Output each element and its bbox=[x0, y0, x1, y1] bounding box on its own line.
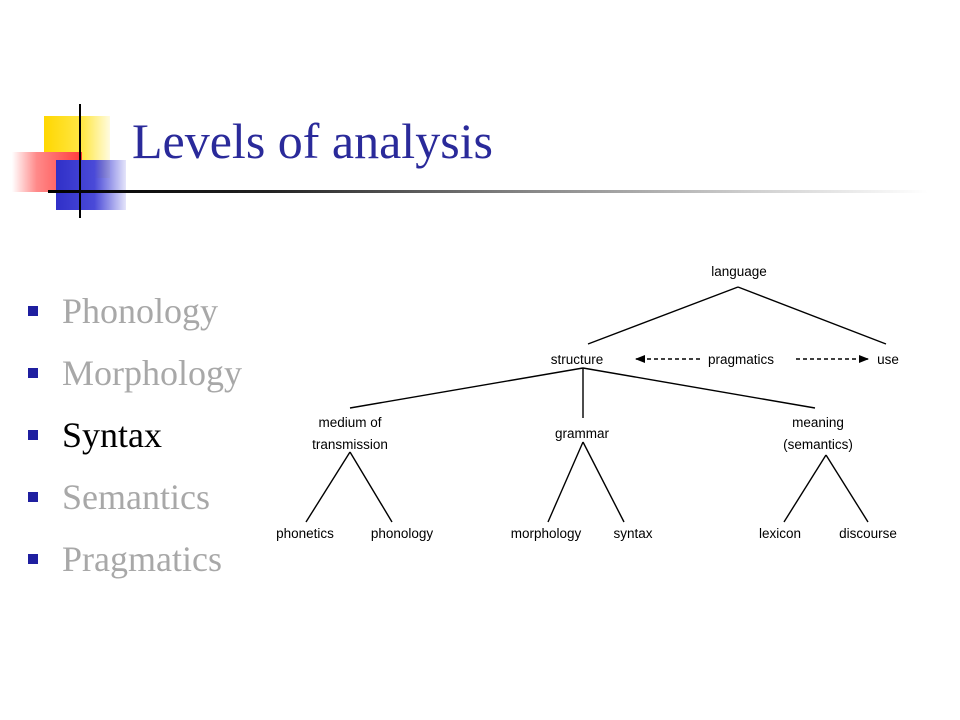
edge-grammar-syntax bbox=[582, 441, 625, 523]
node-grammar: grammar bbox=[555, 426, 610, 441]
slide-title: Levels of analysis bbox=[132, 113, 494, 169]
edge-grammar-morphology bbox=[547, 441, 584, 523]
node-meaning-line1: meaning bbox=[792, 415, 844, 430]
topic-label: Pragmatics bbox=[62, 539, 222, 579]
topic-list: Phonology Morphology Syntax Semantics Pr… bbox=[28, 280, 242, 590]
topic-label: Semantics bbox=[62, 477, 210, 517]
topic-morphology: Morphology bbox=[28, 342, 242, 404]
edge-language-structure bbox=[587, 286, 739, 345]
node-lexicon: lexicon bbox=[759, 526, 801, 541]
topic-label: Syntax bbox=[62, 415, 163, 455]
edge-structure-medium bbox=[349, 367, 584, 409]
node-medium-line1: medium of bbox=[318, 415, 381, 430]
title-underline bbox=[48, 190, 928, 193]
topic-phonology: Phonology bbox=[28, 280, 242, 342]
node-pragmatics: pragmatics bbox=[708, 352, 774, 367]
decor-vertical-line bbox=[79, 104, 81, 218]
node-phonology: phonology bbox=[371, 526, 434, 541]
node-discourse: discourse bbox=[839, 526, 897, 541]
bullet-square-icon bbox=[28, 368, 38, 378]
topic-syntax: Syntax bbox=[28, 404, 242, 466]
edge-medium-phonetics bbox=[305, 451, 351, 523]
bullet-square-icon bbox=[28, 306, 38, 316]
edge-meaning-lexicon bbox=[783, 454, 827, 523]
topic-label: Morphology bbox=[62, 353, 242, 393]
edge-meaning-discourse bbox=[825, 454, 869, 523]
node-structure: structure bbox=[551, 352, 604, 367]
node-meaning-line2: (semantics) bbox=[783, 437, 853, 452]
bullet-square-icon bbox=[28, 554, 38, 564]
bullet-square-icon bbox=[28, 492, 38, 502]
node-morphology: morphology bbox=[511, 526, 582, 541]
topic-pragmatics: Pragmatics bbox=[28, 528, 242, 590]
decor-blue-square bbox=[56, 160, 126, 210]
node-phonetics: phonetics bbox=[276, 526, 334, 541]
edge-language-use bbox=[737, 286, 887, 345]
edge-medium-phonology bbox=[349, 451, 393, 523]
edge-structure-meaning bbox=[582, 367, 816, 409]
tree-edges bbox=[305, 286, 887, 523]
topic-semantics: Semantics bbox=[28, 466, 242, 528]
bullet-square-icon bbox=[28, 430, 38, 440]
node-language: language bbox=[711, 264, 767, 279]
node-medium-line2: transmission bbox=[312, 437, 388, 452]
node-use: use bbox=[877, 352, 899, 367]
topic-label: Phonology bbox=[62, 291, 219, 331]
node-syntax: syntax bbox=[613, 526, 652, 541]
